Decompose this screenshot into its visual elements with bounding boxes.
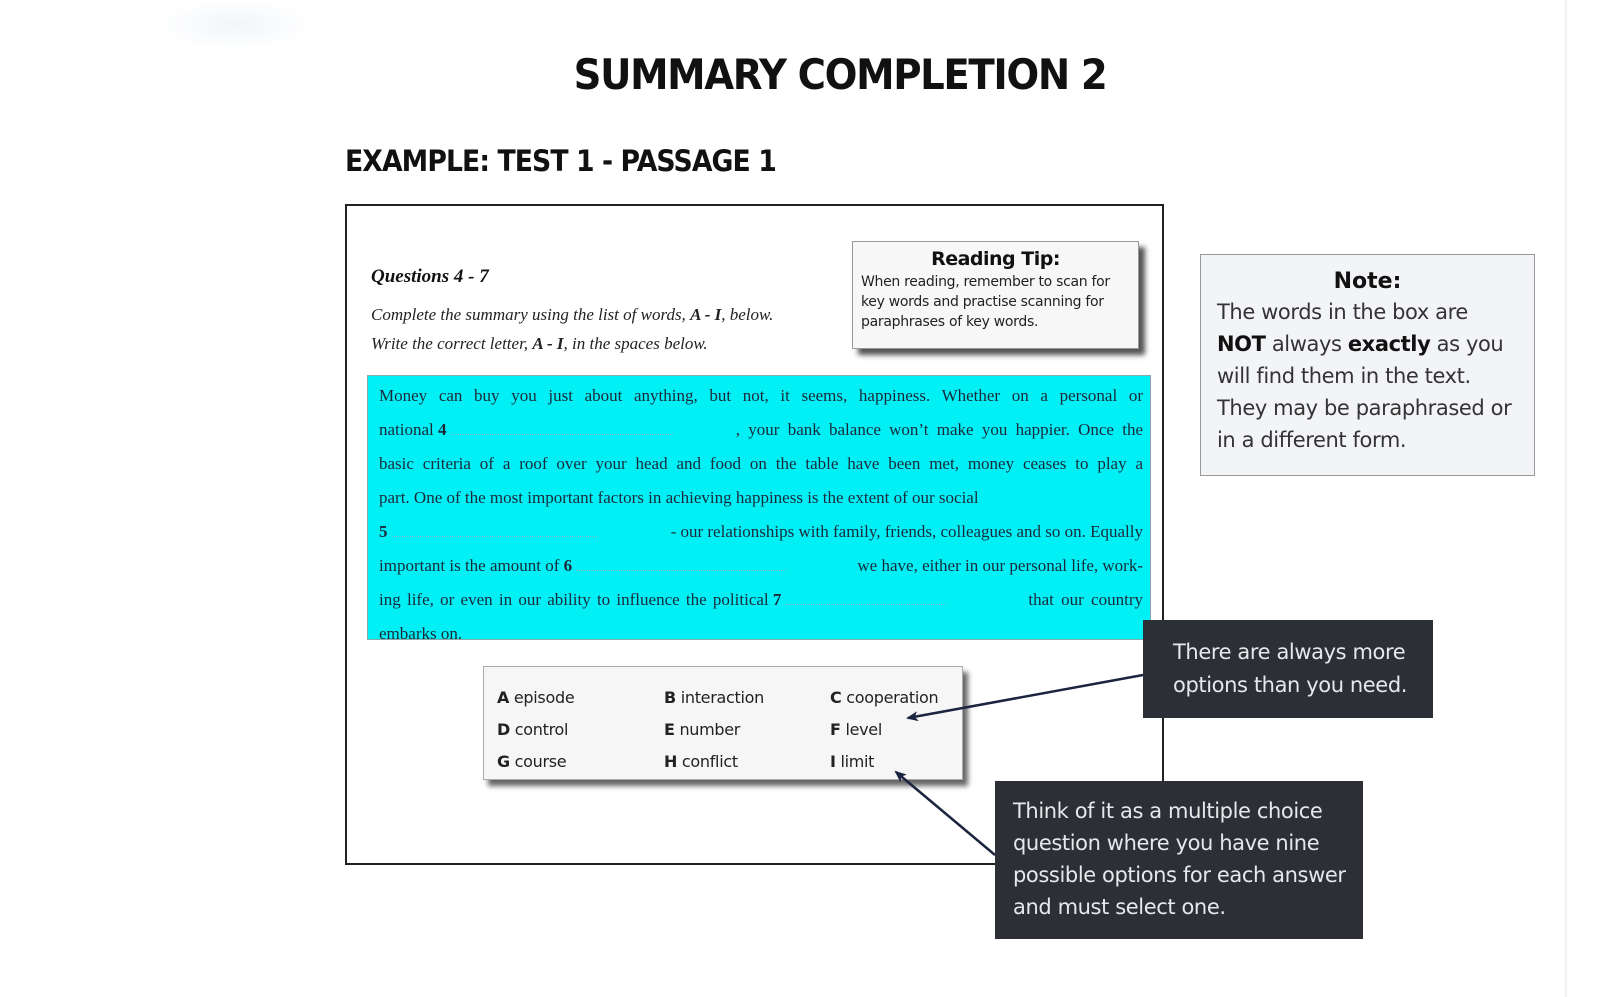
note-line: will find them in the text. <box>1217 364 1471 388</box>
option-word: conflict <box>681 752 738 771</box>
note-line: NOT always exactly as you <box>1217 328 1518 360</box>
summary-line: important is the amount of 6 we have, ei… <box>379 549 1143 583</box>
example-frame <box>345 204 1164 865</box>
note-line: in a different form. <box>1217 428 1407 452</box>
questions-title: Questions 4 - 7 <box>371 266 489 287</box>
summary-text: important is the amount of <box>379 556 560 575</box>
callout-more-options: There are always more options than you n… <box>1143 620 1433 718</box>
option-a: A episode <box>497 688 575 707</box>
question-number-4: 4 <box>438 420 447 439</box>
option-letter: H <box>664 752 678 771</box>
section-subtitle: EXAMPLE: TEST 1 - PASSAGE 1 <box>345 144 777 178</box>
option-word: control <box>514 720 569 739</box>
question-number-6: 6 <box>563 556 573 575</box>
option-d: D control <box>497 720 568 739</box>
option-letter: D <box>497 720 510 739</box>
reading-tip-box: Reading Tip: When reading, remember to s… <box>852 241 1139 349</box>
option-word: course <box>514 752 567 771</box>
summary-text: we have, either in our personal life, wo… <box>857 556 1143 575</box>
callout-multiple-choice: Think of it as a multiple choice questio… <box>995 781 1363 939</box>
question-number-7: 7 <box>772 590 782 609</box>
summary-passage: Money can buy you just about anything, b… <box>367 375 1151 643</box>
option-letter: A <box>497 688 510 707</box>
summary-line: national 4 , your bank balance won’t mak… <box>379 413 1143 447</box>
answer-blank-7[interactable] <box>785 584 946 605</box>
summary-text: ing life, or even in our ability to infl… <box>379 590 769 609</box>
scan-smudge <box>160 0 310 50</box>
option-h: H conflict <box>664 752 738 771</box>
instruction-complete: Complete the summary using the list of w… <box>371 305 773 325</box>
option-letter: G <box>497 752 510 771</box>
option-word: level <box>845 720 882 739</box>
instruction-text: , below. <box>721 305 774 324</box>
option-word: interaction <box>680 688 765 707</box>
option-word: number <box>679 720 741 739</box>
option-g: G course <box>497 752 567 771</box>
reading-tip-body: When reading, remember to scan for key w… <box>861 274 1110 330</box>
option-word: limit <box>840 752 875 771</box>
summary-line: embarks on. <box>379 624 463 643</box>
option-word: cooperation <box>846 688 939 707</box>
note-body: The words in the box are NOT always exac… <box>1217 296 1518 456</box>
option-e: E number <box>664 720 740 739</box>
option-letter: F <box>830 720 841 739</box>
option-f: F level <box>830 720 882 739</box>
note-text: as you <box>1430 332 1504 356</box>
summary-line: 5 - our relationships with family, frien… <box>379 515 1143 549</box>
question-number-5: 5 <box>379 522 388 541</box>
summary-line: Money can buy you just about anything, b… <box>379 386 1143 405</box>
summary-line: basic criteria of a roof over your head … <box>379 454 1143 473</box>
summary-text: national <box>379 420 434 439</box>
note-text: always <box>1265 332 1348 356</box>
note-box: Note: The words in the box are NOT alway… <box>1200 254 1535 476</box>
summary-text: , your bank balance won’t make you happi… <box>735 420 1143 439</box>
option-letter: B <box>664 688 676 707</box>
option-letter: I <box>830 752 836 771</box>
note-line: The words in the box are <box>1217 300 1468 324</box>
summary-line: part. One of the most important factors … <box>379 488 979 507</box>
summary-text: - our relationships with family, friends… <box>670 522 1143 541</box>
page-edge <box>1565 0 1567 997</box>
summary-text: that our country <box>1028 590 1143 609</box>
option-word: episode <box>513 688 575 707</box>
instruction-text: Complete the summary using the list of w… <box>371 305 691 324</box>
reading-tip-title: Reading Tip: <box>931 248 1060 270</box>
option-letter: E <box>664 720 675 739</box>
instruction-text: Write the correct letter, <box>371 334 533 353</box>
option-i: I limit <box>830 752 874 771</box>
instruction-range: A - I <box>532 334 564 353</box>
note-line: They may be paraphrased or <box>1217 396 1512 420</box>
answer-blank-5[interactable] <box>391 516 597 537</box>
note-title: Note: <box>1333 269 1402 294</box>
instruction-range: A - I <box>690 305 722 324</box>
option-c: C cooperation <box>830 688 939 707</box>
option-letter: C <box>830 688 842 707</box>
answer-blank-4[interactable] <box>450 414 673 435</box>
word-options-box: A episode B interaction C cooperation D … <box>483 666 963 780</box>
summary-line: ing life, or even in our ability to infl… <box>379 583 1143 617</box>
answer-blank-6[interactable] <box>576 550 787 571</box>
instruction-text: , in the spaces below. <box>563 334 708 353</box>
page-title: SUMMARY COMPLETION 2 <box>573 50 1108 99</box>
note-emphasis: NOT <box>1217 332 1266 356</box>
instruction-write: Write the correct letter, A - I, in the … <box>371 334 708 354</box>
note-emphasis: exactly <box>1347 332 1431 356</box>
option-b: B interaction <box>664 688 764 707</box>
